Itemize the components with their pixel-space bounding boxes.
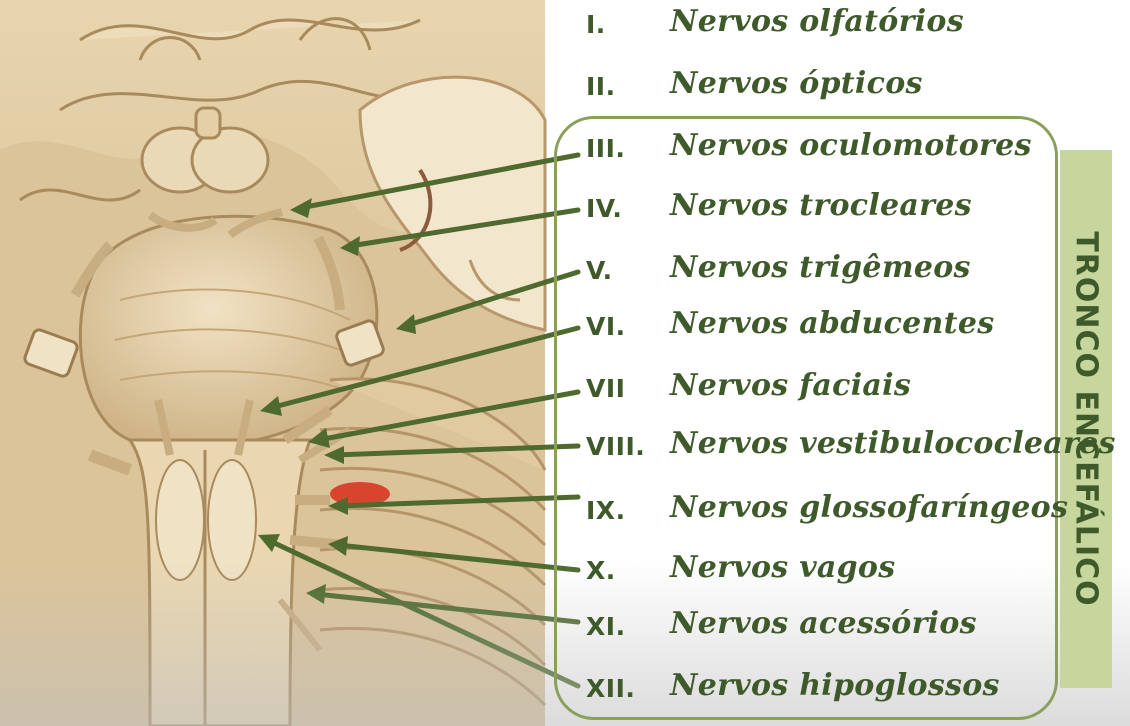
arrow-vii (315, 389, 581, 443)
nerve-name: Nervos acessórios (670, 606, 977, 641)
nerve-label-2: II. Nervos ópticos (0, 64, 1130, 104)
arrow-viii (331, 443, 581, 458)
nerve-name: Nervos trocleares (670, 188, 972, 223)
arrow-vi (267, 325, 581, 411)
arrow-iii (297, 152, 581, 211)
nerve-name: Nervos oculomotores (670, 128, 1032, 163)
nerve-label-3: III. Nervos oculomotores (0, 126, 1130, 166)
nerve-numeral: IX. (586, 496, 626, 525)
nerve-name: Nervos olfatórios (670, 4, 964, 39)
nerve-label-8: VIII. Nervos vestibulococleares (0, 424, 1130, 464)
nerve-name: Nervos trigêmeos (670, 250, 971, 285)
nerve-name: Nervos abducentes (670, 306, 995, 341)
nerve-label-10: X. Nervos vagos (0, 548, 1130, 588)
arrow-heads (258, 198, 416, 604)
nerve-numeral: VIII. (586, 432, 646, 461)
nerve-numeral: IV. (586, 194, 623, 223)
arrow-v (402, 269, 581, 329)
nerve-label-7: VII Nervos faciais (0, 366, 1130, 406)
nerve-numeral: X. (586, 556, 616, 585)
nerve-label-5: V. Nervos trigêmeos (0, 248, 1130, 288)
nerve-label-4: IV. Nervos trocleares (0, 186, 1130, 226)
cerebral-section (358, 75, 547, 332)
nerve-numeral: II. (586, 72, 616, 101)
nerve-label-9: IX. Nervos glossofaríngeos (0, 488, 1130, 528)
nerve-name: Nervos ópticos (670, 66, 923, 101)
nerve-numeral: I. (586, 10, 606, 39)
nerve-name: Nervos glossofaríngeos (670, 490, 1069, 525)
nerve-label-11: XI. Nervos acessórios (0, 604, 1130, 644)
nerve-numeral: VII (586, 374, 626, 403)
nerve-numeral: III. (586, 134, 626, 163)
brainstem-group-frame (554, 116, 1058, 720)
nerve-name: Nervos vagos (670, 550, 896, 585)
nerve-numeral: V. (586, 256, 613, 285)
nerve-numeral: XII. (586, 674, 636, 703)
nerve-label-1: I. Nervos olfatórios (0, 2, 1130, 42)
nerve-label-12: XII. Nervos hipoglossos (0, 666, 1130, 706)
arrow-ix (335, 494, 581, 509)
nerve-numeral: VI. (586, 312, 626, 341)
nerve-name: Nervos faciais (670, 368, 912, 403)
arrow-iv (347, 207, 581, 249)
group-label-band (1060, 150, 1112, 688)
nerve-name: Nervos hipoglossos (670, 668, 1000, 703)
mammillary-bodies (140, 106, 270, 194)
nerve-numeral: XI. (586, 612, 626, 641)
nerve-label-6: VI. Nervos abducentes (0, 304, 1130, 344)
nerve-name: Nervos vestibulococleares (670, 426, 1116, 461)
